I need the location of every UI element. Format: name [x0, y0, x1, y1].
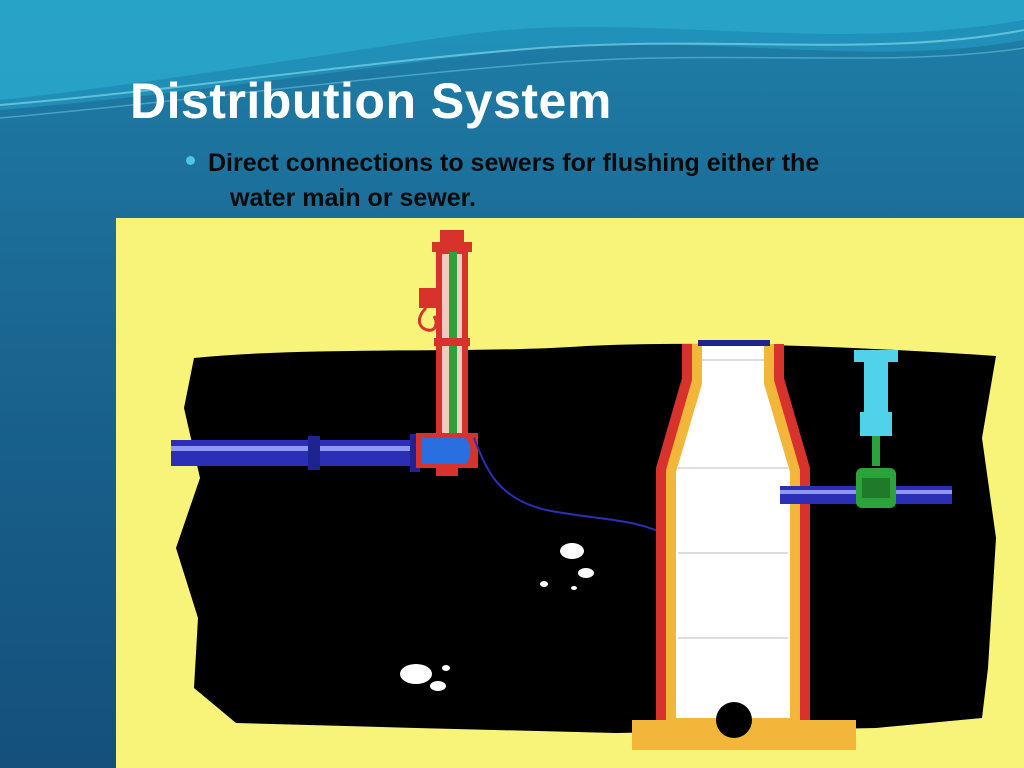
stones	[400, 543, 594, 691]
bullet-line-1: Direct connections to sewers for flushin…	[208, 149, 820, 177]
gate-valve-icon	[856, 468, 896, 508]
slide-title: Distribution System	[130, 73, 612, 129]
manhole-icon	[632, 340, 856, 750]
fire-hydrant-icon	[416, 230, 478, 476]
drain-line	[473, 437, 669, 537]
wave-decoration	[0, 0, 1024, 119]
water-main-pipe	[171, 434, 420, 472]
bullet-dot-icon	[186, 156, 195, 165]
standpipe	[854, 350, 898, 466]
bullet-text: Direct connections to sewers for flushin…	[208, 146, 968, 216]
sewer-connection-diagram	[116, 218, 1024, 768]
bullet-line-2: water main or sewer.	[230, 184, 476, 212]
